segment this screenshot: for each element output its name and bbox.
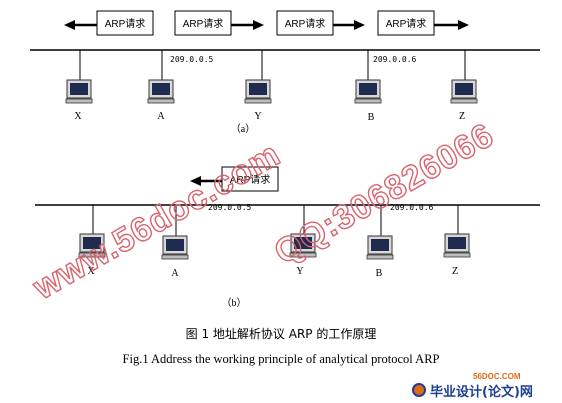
figure-caption-english: Fig.1 Address the working principle of a… bbox=[122, 352, 440, 366]
arp-request-mid-right: ARP请求 bbox=[276, 10, 365, 36]
arp-request-label: ARP请求 bbox=[105, 17, 146, 30]
host-label: X bbox=[74, 111, 82, 122]
host-label: B bbox=[376, 268, 383, 279]
host-label: A bbox=[171, 268, 179, 279]
figure-caption-chinese: 图 1 地址解析协议 ARP 的工作原理 bbox=[185, 327, 377, 341]
host-label: Z bbox=[459, 111, 465, 122]
ip-label-b: 209.0.0.6 bbox=[373, 55, 417, 64]
host-x: X bbox=[78, 205, 106, 277]
arp-request-mid-left: ARP请求 bbox=[174, 10, 264, 36]
arp-request-label: ARP请求 bbox=[230, 173, 271, 186]
diagram-b: ARP请求 209.0.0.5 209.0.0.6 X A Y bbox=[35, 166, 540, 309]
arp-request-right: ARP请求 bbox=[377, 10, 469, 36]
host-label: B bbox=[368, 112, 375, 123]
arp-request-left: ARP请求 bbox=[64, 10, 154, 36]
host-y: Y bbox=[244, 50, 272, 122]
ip-label-a: 209.0.0.5 bbox=[170, 55, 214, 64]
watermark-url: www.56doc.com bbox=[26, 135, 287, 307]
arp-request-label: ARP请求 bbox=[386, 17, 427, 30]
logo-mark-icon bbox=[412, 383, 426, 397]
logo-url: 56DOC.COM bbox=[473, 372, 521, 381]
host-label: A bbox=[157, 111, 165, 122]
host-b: B bbox=[354, 50, 382, 123]
arp-request-back: ARP请求 bbox=[190, 166, 279, 192]
diagram-a-caption: （a） bbox=[231, 123, 255, 135]
diagram-b-caption: （b） bbox=[222, 297, 247, 309]
host-a: A bbox=[147, 50, 175, 122]
host-label: X bbox=[87, 266, 95, 277]
host-b: B bbox=[366, 205, 394, 279]
logo-name: 毕业设计(论文)网 bbox=[430, 384, 533, 400]
host-label: Y bbox=[254, 111, 261, 122]
host-label: Y bbox=[296, 266, 303, 277]
host-x: X bbox=[65, 50, 93, 122]
ip-label-a: 209.0.0.5 bbox=[208, 203, 252, 212]
host-label: Z bbox=[452, 266, 458, 277]
host-z: Z bbox=[443, 205, 471, 277]
host-y: Y bbox=[289, 205, 317, 277]
diagram-a: ARP请求 ARP请求 ARP请求 ARP请求 bbox=[30, 10, 540, 135]
host-z: Z bbox=[450, 50, 478, 122]
host-a: A bbox=[161, 205, 189, 279]
arp-request-label: ARP请求 bbox=[183, 17, 224, 30]
site-logo: 毕业设计(论文)网 bbox=[412, 381, 533, 400]
arp-request-label: ARP请求 bbox=[285, 17, 326, 30]
ip-label-b: 209.0.0.6 bbox=[390, 203, 434, 212]
